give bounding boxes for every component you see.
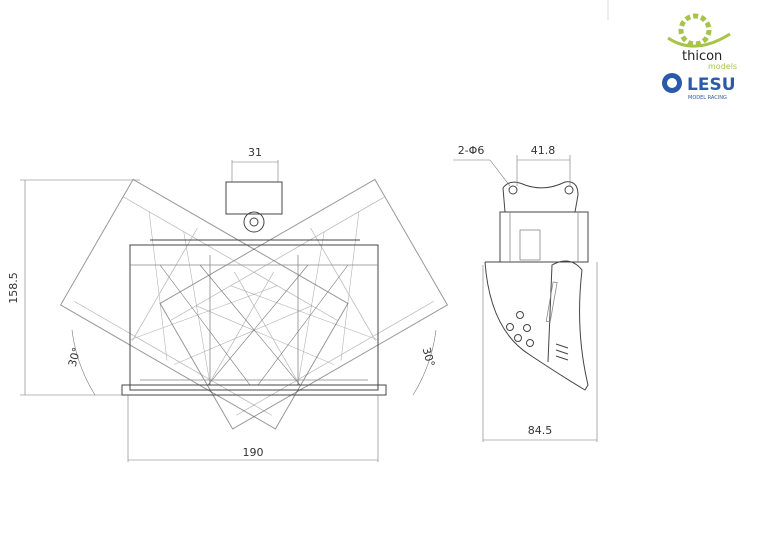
dim-pin-spacing-label: 41.8 bbox=[531, 144, 556, 157]
gear-icon: thicon models bbox=[667, 13, 737, 70]
lesu-logo: LESU MODEL RACING bbox=[660, 68, 760, 104]
svg-text:LESU: LESU bbox=[687, 75, 736, 95]
angle-right-label: 30° bbox=[420, 346, 438, 368]
svg-text:MODEL RACING: MODEL RACING bbox=[688, 95, 727, 101]
dim-top-label: 31 bbox=[248, 146, 262, 159]
dim-height-label: 158.5 bbox=[7, 272, 20, 304]
side-view bbox=[453, 155, 598, 442]
lion-icon: LESU MODEL RACING bbox=[662, 73, 736, 101]
svg-text:models: models bbox=[708, 62, 737, 70]
angle-left-label: 30° bbox=[66, 346, 84, 368]
dim-depth-label: 84.5 bbox=[528, 424, 553, 437]
dim-width-label: 190 bbox=[243, 446, 264, 459]
thicon-logo: thicon models bbox=[660, 8, 750, 70]
svg-text:thicon: thicon bbox=[682, 49, 722, 64]
front-view bbox=[20, 160, 448, 462]
dim-holes-label: 2-Φ6 bbox=[458, 144, 485, 157]
